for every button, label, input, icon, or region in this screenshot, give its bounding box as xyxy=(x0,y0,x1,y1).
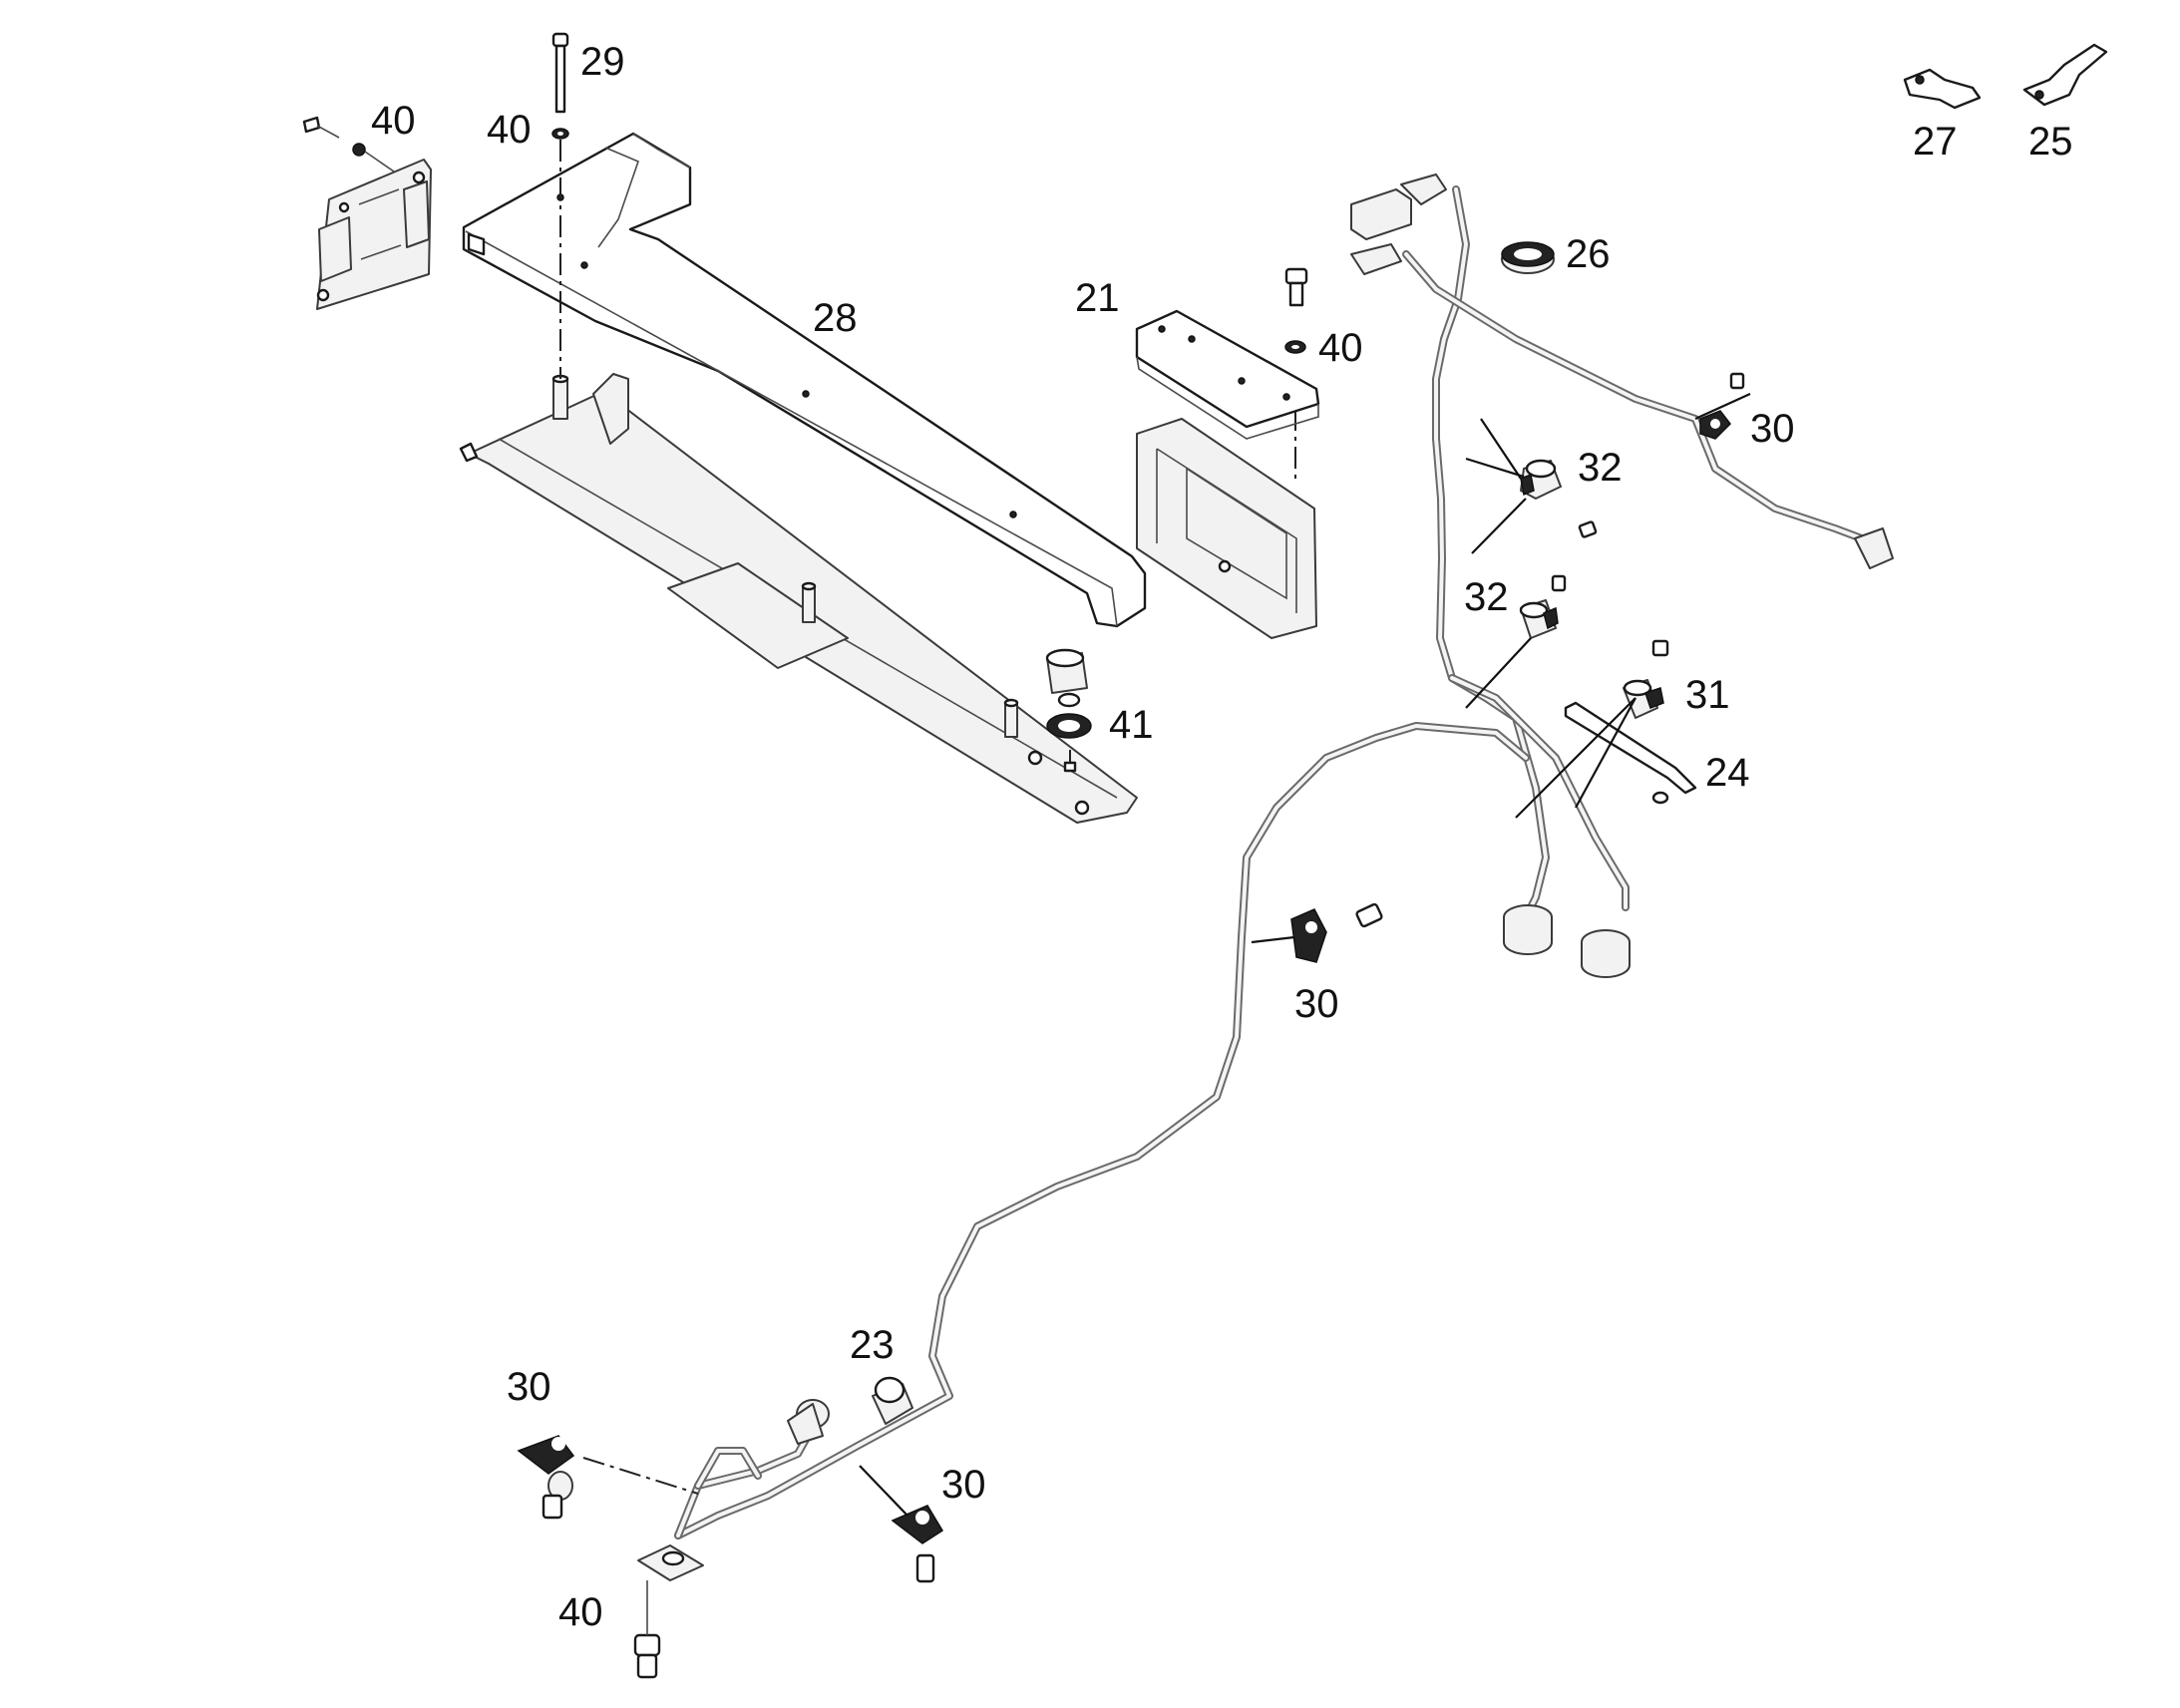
callout-26: 26 xyxy=(1566,232,1611,276)
long-bolt xyxy=(551,32,569,140)
callout-23: 23 xyxy=(850,1323,895,1367)
callout-40-bolt: 40 xyxy=(487,108,532,152)
leader-lines xyxy=(859,392,1751,1517)
callout-28: 28 xyxy=(813,296,858,340)
long-bracket xyxy=(462,132,1147,628)
callout-29: 29 xyxy=(580,40,625,84)
callouts: 29 40 40 28 21 40 41 27 25 26 30 32 32 3… xyxy=(371,40,2073,1634)
grommet xyxy=(1501,241,1555,274)
callout-25: 25 xyxy=(2028,120,2073,164)
callout-30-mid: 30 xyxy=(1294,982,1339,1026)
cover-plate xyxy=(1135,309,1320,440)
callout-40-plate: 40 xyxy=(1318,326,1363,370)
callout-30-lower: 30 xyxy=(941,1463,986,1507)
ground-tab-25 xyxy=(2022,43,2108,107)
ground-tab-27 xyxy=(1903,68,1982,110)
frame-rail xyxy=(459,373,1138,824)
callout-24: 24 xyxy=(1705,751,1750,795)
callout-40-bracket: 40 xyxy=(371,99,416,143)
mounting-bracket xyxy=(302,116,432,310)
plug-with-seal xyxy=(1045,648,1092,773)
mounting-box xyxy=(1136,418,1317,639)
bolt-small xyxy=(1284,267,1308,354)
callout-32-upper: 32 xyxy=(1578,446,1623,490)
callout-40-bottom: 40 xyxy=(558,1590,603,1634)
alignment-line xyxy=(582,1457,699,1495)
long-harness xyxy=(517,722,1530,1679)
right-harness xyxy=(1350,173,1894,978)
callout-41: 41 xyxy=(1109,703,1154,747)
callout-30-right: 30 xyxy=(1750,407,1795,451)
callout-27: 27 xyxy=(1913,120,1958,164)
callout-32-lower: 32 xyxy=(1464,575,1509,619)
callout-21: 21 xyxy=(1075,276,1120,320)
callout-30-left: 30 xyxy=(507,1365,551,1409)
callout-31: 31 xyxy=(1685,673,1730,717)
